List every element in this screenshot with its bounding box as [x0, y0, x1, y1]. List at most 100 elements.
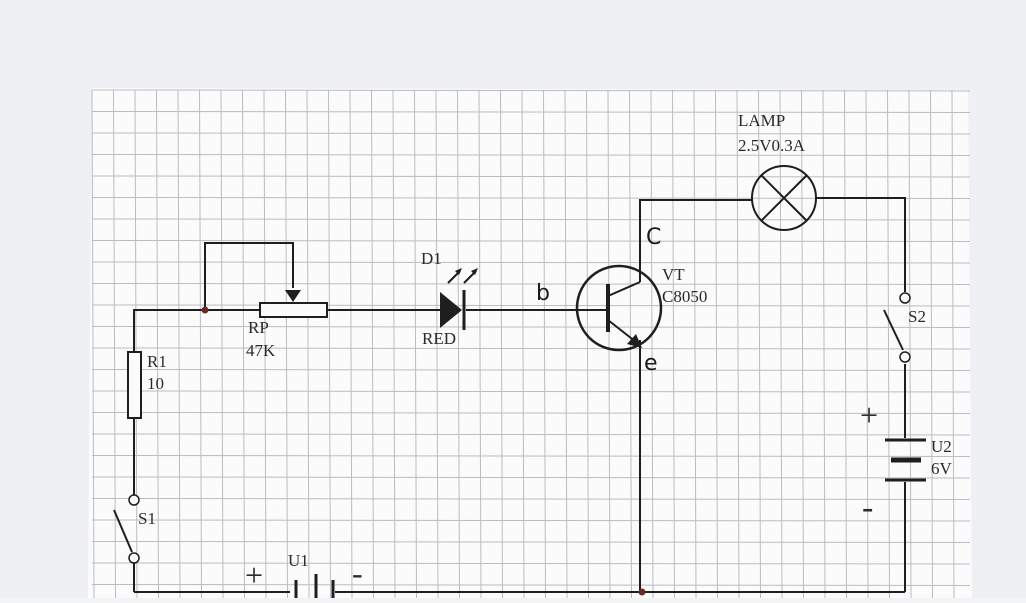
- led-symbol: [440, 268, 478, 330]
- grid-line: [736, 89, 740, 599]
- battery-u2-label: U2: [931, 437, 952, 456]
- wire-left-top: [133, 309, 205, 352]
- grid-line: [672, 89, 675, 599]
- emitter-arrow: [627, 334, 642, 348]
- battery-u1-symbol: [294, 574, 335, 598]
- grid-line: [607, 89, 611, 599]
- grid-line: [91, 89, 971, 92]
- grid-line: [758, 89, 761, 599]
- grid-line: [908, 89, 912, 599]
- grid-line: [91, 433, 971, 436]
- grid-line: [371, 89, 374, 599]
- grid-line: [220, 89, 224, 599]
- grid-line: [91, 412, 971, 414]
- junction-dot: [638, 588, 646, 596]
- grid-line: [91, 132, 971, 135]
- grid-line: [865, 89, 869, 599]
- grid-line: [930, 89, 933, 599]
- lamp-label: LAMP: [738, 111, 785, 130]
- grid-line: [91, 89, 95, 599]
- grid-line: [693, 89, 697, 599]
- grid-line: [887, 89, 890, 599]
- grid-line: [500, 89, 503, 599]
- transistor-label: VT: [662, 265, 685, 284]
- grid-line: [91, 283, 971, 285]
- resistor-value: 10: [147, 374, 164, 393]
- wire-rp-wiper: [204, 242, 294, 310]
- junction-dot: [201, 306, 209, 314]
- grid-line: [457, 89, 460, 599]
- grid-line: [134, 89, 138, 599]
- grid-line: [91, 476, 971, 479]
- grid-line: [586, 89, 589, 599]
- grid-line: [91, 390, 971, 393]
- grid-line: [543, 89, 546, 599]
- emitter-label: e: [644, 351, 658, 376]
- grid-line: [951, 89, 955, 599]
- wire-lamp-s2: [816, 197, 906, 292]
- grid-line: [844, 89, 847, 599]
- grid-line: [715, 89, 718, 599]
- battery-u2-minus: -: [862, 489, 873, 526]
- wire-collector-lamp: [639, 199, 752, 282]
- grid-lines: [91, 89, 971, 599]
- grid-line: [156, 89, 159, 599]
- grid-line: [91, 519, 971, 522]
- grid-line: [91, 584, 971, 586]
- transistor-symbol: [575, 264, 663, 352]
- grid-line: [91, 218, 971, 221]
- grid-line: [414, 89, 417, 599]
- grid-line: [285, 89, 288, 599]
- lamp-rating: 2.5V0.3A: [738, 136, 806, 155]
- resistor-body: [127, 351, 142, 419]
- grid-line: [521, 89, 525, 599]
- switch-s2-symbol: [883, 292, 911, 363]
- grid-line: [91, 541, 971, 543]
- potentiometer-value: 47K: [246, 341, 276, 360]
- grid-line: [392, 89, 396, 599]
- grid-line: [199, 89, 202, 599]
- grid-line: [242, 89, 245, 599]
- grid-line: [349, 89, 353, 599]
- grid-line: [478, 89, 482, 599]
- battery-u2-symbol: [885, 438, 926, 482]
- grid-line: [91, 498, 971, 500]
- grid-line: [91, 347, 971, 350]
- grid-line: [263, 89, 267, 599]
- potentiometer-label: RP: [248, 318, 269, 337]
- led-label: D1: [421, 249, 442, 268]
- wires: [133, 197, 906, 593]
- potentiometer-body: [259, 302, 328, 318]
- grid-line: [564, 89, 568, 599]
- lamp-symbol: [751, 165, 817, 231]
- grid-line: [91, 369, 971, 371]
- switch-s1-symbol: [113, 494, 140, 564]
- grid-line: [306, 89, 310, 599]
- grid-line: [91, 304, 971, 307]
- grid-line: [91, 261, 971, 264]
- switch-s2-label: S2: [908, 307, 926, 326]
- led-color: RED: [422, 329, 456, 348]
- potentiometer-wiper-arrow: [285, 290, 301, 302]
- resistor-label: R1: [147, 352, 167, 371]
- battery-u2-value: 6V: [931, 459, 953, 478]
- battery-u1-minus: -: [352, 555, 363, 591]
- grid-line: [328, 89, 331, 599]
- battery-u1-label: U1: [288, 551, 309, 570]
- transistor-model: C8050: [662, 287, 707, 306]
- grid-line: [91, 175, 971, 178]
- grid-line: [91, 455, 971, 457]
- base-label: b: [536, 281, 550, 306]
- grid-line: [650, 89, 654, 599]
- grid-line: [91, 240, 971, 242]
- battery-u2-plus: +: [860, 397, 878, 433]
- collector-label: C: [646, 225, 661, 250]
- grid-line: [91, 111, 971, 113]
- switch-s1-label: S1: [138, 509, 156, 528]
- graph-paper: [88, 88, 972, 598]
- battery-u1-plus: +: [245, 557, 263, 593]
- grid-line: [91, 326, 971, 328]
- grid-line: [822, 89, 826, 599]
